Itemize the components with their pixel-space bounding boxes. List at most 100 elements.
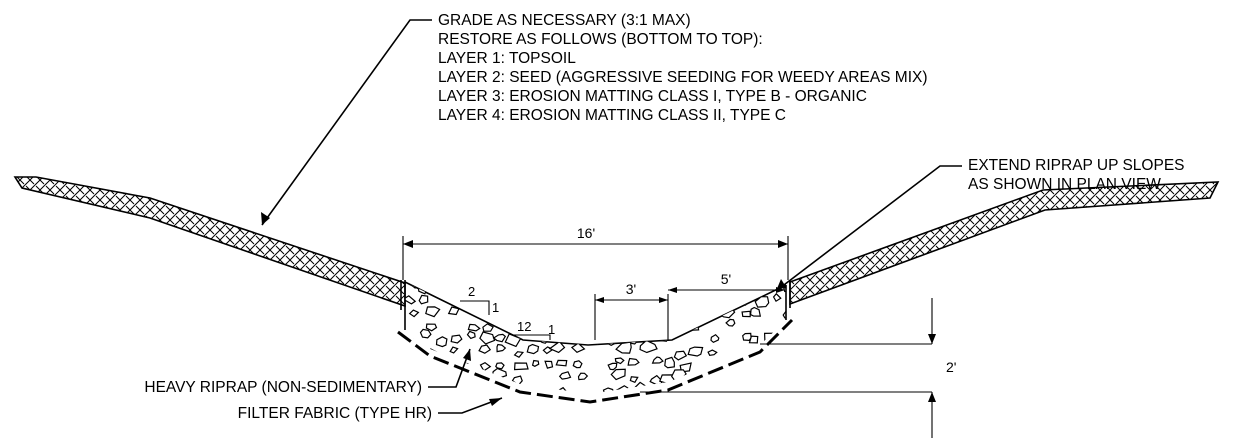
- riprap-stone: [651, 356, 664, 364]
- riprap-stone: [620, 402, 631, 408]
- side-slope-rise-label: 1: [492, 300, 499, 315]
- riprap-stone: [783, 285, 786, 293]
- riprap-stone: [597, 282, 613, 290]
- riprap-stone: [469, 305, 481, 316]
- grade-note-line-4: LAYER 2: SEED (AGGRESSIVE SEEDING FOR WE…: [438, 69, 928, 86]
- riprap-stone: [687, 318, 700, 331]
- left-ground-surface: [13, 176, 406, 308]
- riprap-stone: [466, 330, 476, 340]
- filter-fabric-line: [397, 318, 794, 404]
- riprap-stone: [747, 361, 763, 373]
- grade-note-line-1: GRADE AS NECESSARY (3:1 MAX): [438, 12, 691, 29]
- riprap-stone: [572, 336, 585, 345]
- riprap-stone: [450, 401, 459, 408]
- riprap-stone: [725, 295, 738, 307]
- riprap-stone: [541, 306, 555, 319]
- riprap-stone: [605, 308, 620, 320]
- right-cutoff-wall: [785, 280, 791, 320]
- riprap-stone: [648, 282, 664, 289]
- filter-fabric-label: FILTER FABRIC (TYPE HR): [238, 405, 432, 422]
- riprap-stone: [511, 375, 523, 386]
- riprap-stone: [754, 374, 766, 381]
- riprap-stone: [663, 318, 676, 329]
- riprap-stone: [668, 282, 687, 291]
- riprap-stone: [435, 336, 448, 348]
- riprap-stone: [665, 396, 675, 405]
- riprap-stone: [692, 305, 705, 315]
- riprap-stone: [577, 372, 589, 381]
- riprap-stone: [435, 398, 444, 405]
- riprap-stone: [615, 385, 630, 394]
- bottom-slope-rise-label: 1: [548, 322, 555, 337]
- riprap-stone: [633, 399, 644, 409]
- right-ground-surface: [789, 181, 1220, 306]
- riprap-stone: [479, 331, 496, 345]
- riprap-stone: [408, 309, 420, 318]
- riprap-stone: [531, 359, 540, 367]
- riprap-stone: [629, 376, 639, 384]
- riprap-stone: [571, 317, 584, 331]
- riprap-stone: [680, 307, 695, 320]
- riprap-stone: [645, 290, 660, 304]
- riprap-stone: [486, 384, 498, 394]
- riprap-stone: [670, 369, 687, 382]
- riprap-stone: [558, 371, 572, 380]
- dim-3-label: 3': [626, 281, 636, 297]
- riprap-stone: [748, 335, 759, 344]
- riprap-stone: [407, 282, 419, 289]
- riprap-stone: [687, 346, 704, 357]
- riprap-stone: [617, 307, 633, 320]
- riprap-stone: [515, 306, 527, 318]
- riprap-stone: [571, 308, 582, 318]
- riprap-stone: [496, 343, 507, 353]
- riprap-stone: [742, 332, 752, 342]
- riprap-note-line-1: EXTEND RIPRAP UP SLOPES: [968, 157, 1185, 174]
- riprap-stone: [405, 295, 417, 305]
- riprap-stone: [437, 369, 448, 379]
- riprap-stone: [740, 359, 755, 371]
- riprap-stone: [526, 285, 537, 295]
- riprap-stone: [543, 295, 558, 308]
- riprap-stone: [583, 308, 600, 320]
- riprap-stone: [419, 328, 432, 339]
- riprap-stone: [754, 296, 770, 308]
- grade-note-line-6: LAYER 4: EROSION MATTING CLASS II, TYPE …: [438, 107, 786, 124]
- dim-2-label: 2': [946, 359, 956, 375]
- riprap-stone: [649, 316, 664, 328]
- riprap-stone: [637, 318, 649, 328]
- riprap-stone: [664, 356, 675, 369]
- riprap-stone: [765, 383, 775, 391]
- riprap-stone: [749, 306, 762, 317]
- riprap-stone: [479, 361, 492, 372]
- heavy-riprap-label: HEAVY RIPRAP (NON-SEDIMENTARY): [144, 379, 422, 396]
- heavy-riprap-leader: [428, 348, 471, 388]
- riprap-stone: [513, 351, 525, 358]
- riprap-stone: [491, 367, 508, 379]
- riprap-stone: [600, 312, 617, 326]
- riprap-stone: [437, 284, 449, 292]
- riprap-stone: [467, 323, 481, 332]
- side-slope-symbol: [460, 300, 490, 315]
- riprap-stone: [495, 362, 505, 370]
- riprap-channel-outline: [404, 281, 787, 346]
- riprap-note-leader: [775, 165, 962, 292]
- riprap-stone: [639, 308, 648, 317]
- riprap-stone: [561, 310, 577, 323]
- riprap-stone: [411, 362, 424, 373]
- riprap-stone: [772, 292, 782, 303]
- riprap-stone: [782, 309, 786, 320]
- riprap-stone: [530, 308, 541, 321]
- riprap-stone: [461, 380, 475, 392]
- riprap-note-line-2: AS SHOWN IN PLAN VIEW: [968, 176, 1161, 193]
- riprap-stone: [763, 348, 774, 359]
- riprap-stone: [757, 402, 765, 408]
- riprap-stone: [450, 334, 463, 344]
- riprap-stone: [504, 333, 522, 348]
- riprap-stone: [583, 297, 592, 305]
- riprap-stone: [615, 341, 632, 354]
- riprap-stone: [639, 339, 658, 354]
- riprap-stone: [531, 299, 542, 307]
- riprap-stone: [438, 389, 450, 394]
- riprap-stone: [784, 368, 786, 380]
- riprap-stone: [674, 315, 690, 328]
